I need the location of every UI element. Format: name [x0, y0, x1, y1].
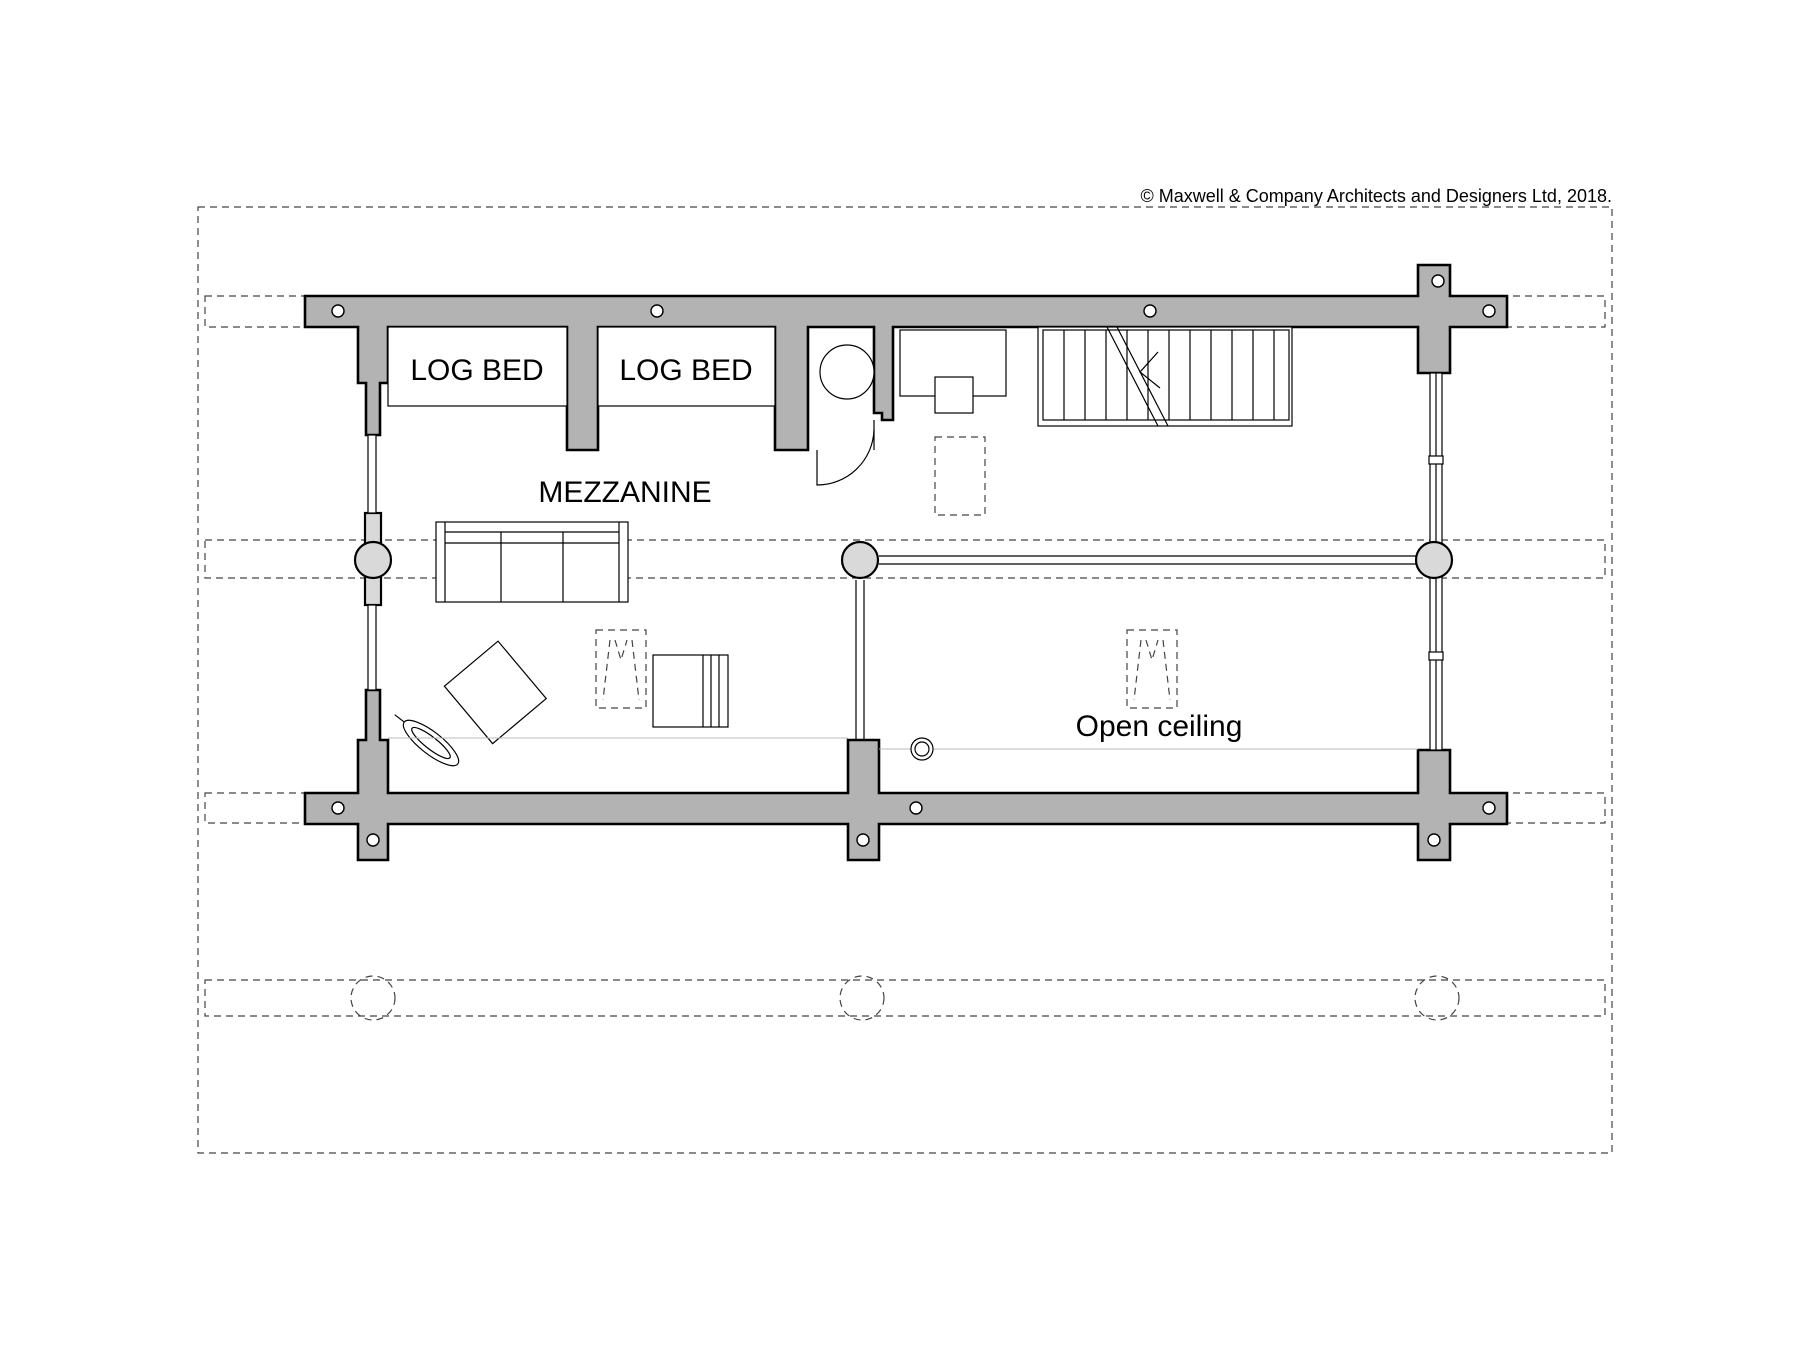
skylight-dashed-3 [1126, 629, 1178, 709]
mezzanine-label: MEZZANINE [538, 476, 711, 509]
log-end-pegs [331, 274, 1496, 847]
south-log-wall [303, 688, 1509, 862]
open-ceiling-label: Open ceiling [1076, 710, 1243, 743]
skylight-dashed-1 [934, 436, 986, 516]
sofa [435, 521, 629, 603]
log-bed-2 [597, 326, 776, 407]
log-post-mezzanine-edge [840, 540, 880, 580]
copyright-notice: © Maxwell & Company Architects and Desig… [1141, 186, 1613, 206]
coffee-table [443, 640, 548, 745]
log-bed-1 [387, 326, 568, 407]
closet [816, 344, 875, 486]
skylight-dashed-2 [595, 629, 647, 709]
staircase [1037, 326, 1293, 427]
log-post-east [1414, 540, 1454, 580]
guitar [394, 714, 460, 767]
log-bed-1-label: LOG BED [410, 354, 543, 387]
desk-with-chair [899, 329, 1007, 414]
mezzanine-railing [840, 540, 1454, 740]
armchair [652, 654, 729, 728]
west-wall-post [353, 434, 393, 691]
log-bed-2-label: LOG BED [619, 354, 752, 387]
stove-pipe [910, 737, 934, 761]
